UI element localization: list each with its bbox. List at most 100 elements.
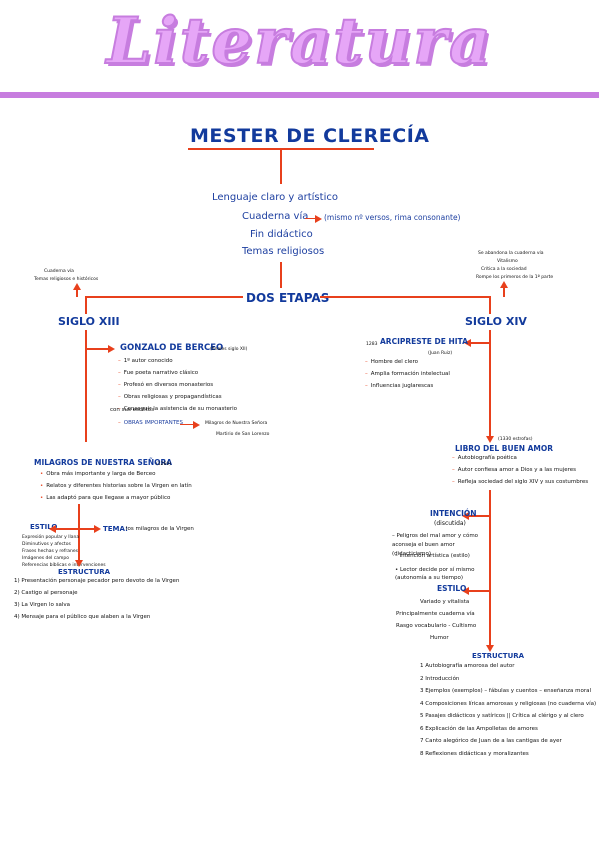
- estructura-right-arrow: [486, 645, 494, 652]
- left-note-arrow: [73, 283, 81, 290]
- estilo-left-point-5: Referencias bíblicas e intervenciones: [22, 563, 106, 568]
- intencion-heading: INTENCIÓN: [430, 509, 477, 518]
- left-note-line: [76, 289, 78, 297]
- estructura-left-point-2: 2) Castigo al personaje: [14, 590, 78, 596]
- milagros-spine: [78, 504, 80, 560]
- berceo-connector: [87, 348, 109, 350]
- estilo-right-arrow: [462, 587, 469, 595]
- feature-1: Lenguaje claro y artístico: [212, 192, 338, 203]
- milagros-heading: MILAGROS DE NUESTRA SEÑORA: [34, 458, 173, 467]
- estilo-left-point-1: Expresión popular y llana: [22, 535, 80, 540]
- siglo-xiv: SIGLO XIV: [465, 315, 527, 328]
- tema-text: los milagros de la Virgen: [126, 526, 194, 532]
- milagros-point-1: •Obra más importante y larga de Berceo: [40, 471, 156, 477]
- left-spine: [85, 330, 87, 442]
- estructura-right-point-1: 1 Autobiografía amorosa del autor: [420, 663, 515, 669]
- tema-arrow: [94, 525, 101, 533]
- obras-label: –OBRAS IMPORTANTES: [118, 420, 184, 426]
- estilo-right-point-3: Rasgo vocabulario - Cultismo: [396, 623, 477, 629]
- berceo-point-3: –Profesó en diversos monasterios: [118, 382, 214, 388]
- drop-right: [489, 296, 491, 314]
- intencion-arrow: [462, 512, 469, 520]
- connector-features: [280, 262, 282, 288]
- estilo-right-heading: ESTILO: [437, 584, 467, 593]
- milagros-point-2: •Relatos y diferentes historias sobre la…: [40, 483, 192, 489]
- right-note-arrow: [500, 281, 508, 288]
- siglo-xiii: SIGLO XIII: [58, 315, 120, 328]
- estructura-left-point-3: 3) La Virgen lo salva: [14, 602, 71, 608]
- estilo-right-point-2: Principalmente cuaderna vía: [396, 611, 475, 617]
- estructura-right-point-3: 3 Ejemplos (exemplos) – fábulas y cuento…: [420, 688, 592, 694]
- page-title: Literatura: [105, 3, 493, 80]
- feature-arrow-line: [305, 218, 315, 219]
- title-band: [0, 92, 599, 98]
- estructura-left-point-4: 4) Mensaje para el público que alaben a …: [14, 614, 151, 620]
- berceo-heading-note: (finales siglo XII): [210, 347, 248, 352]
- hita-prefix-small: 1283: [366, 342, 378, 347]
- hita-point-2: –Amplia formación intelectual: [365, 371, 450, 377]
- tema-label: TEMA:: [103, 525, 128, 533]
- libro-arrow: [486, 436, 494, 443]
- feature-3: Fin didáctico: [250, 229, 313, 240]
- berceo-point-1: –1º autor conocido: [118, 358, 173, 364]
- estilo-left-heading: ESTILO: [30, 523, 58, 531]
- hita-point-1: –Hombre del clero: [365, 359, 418, 365]
- hita-connector: [470, 342, 490, 344]
- heading-underline: [188, 148, 374, 150]
- berceo-point-4: –Obras religiosas y propagandísticas: [118, 394, 222, 400]
- left-note-2: Temas religiosos e históricos: [34, 277, 99, 282]
- milagros-point-3: •Las adaptó para que llegase a mayor púb…: [40, 495, 171, 501]
- right-note-line: [503, 287, 505, 297]
- milagros-year: (1260): [156, 462, 171, 467]
- feature-2: Cuaderna vía: [242, 211, 309, 222]
- right-note-2: Vitalismo: [497, 259, 518, 264]
- obra-1: Milagros de Nuestra Señora: [205, 421, 268, 426]
- berceo-heading: GONZALO DE BERCEO: [120, 343, 224, 353]
- estructura-right-point-6: 6 Explicación de las Ampolletas de amore…: [420, 725, 538, 732]
- feature-4: Temas religiosos: [242, 246, 325, 257]
- estructura-right-point-5: 5 Pasajes didácticos y satíricos || Crít…: [420, 713, 584, 719]
- estructura-right-point-7: 7 Canto alegórico de Juan de a las canti…: [420, 738, 562, 744]
- estructura-right-point-2: 2 Introducción: [420, 675, 460, 682]
- feature-2-note: (mismo nº versos, rima consonante): [324, 213, 461, 222]
- right-spine: [489, 330, 491, 438]
- right-spine-2: [489, 490, 491, 646]
- berceo-point-6: con sus escritos: [110, 407, 155, 413]
- berceo-point-5: –Conseguir la asistencia de su monasteri…: [118, 406, 238, 412]
- estilo-left-point-3: Frases hechas y refranes: [22, 549, 79, 554]
- obra-2: Martirio de San Lorenzo: [216, 432, 270, 437]
- estructura-right-heading: ESTRUCTURA: [472, 652, 525, 660]
- intencion-point-2: – Intención artística (estilo): [395, 553, 470, 559]
- obras-arrow-line: [180, 424, 194, 425]
- main-heading: MESTER DE CLERECÍA: [190, 125, 430, 147]
- drop-left: [85, 296, 87, 314]
- intencion-point-3: • Lector decide por sí mismo (autonomía …: [395, 567, 475, 581]
- estilo-right-connector: [468, 590, 490, 592]
- estilo-left-point-2: Diminutivos y afectos: [22, 542, 71, 547]
- libro-heading: LIBRO DEL BUEN AMOR: [455, 444, 554, 453]
- intencion-connector: [468, 515, 490, 517]
- libro-point-3: –Refleja sociedad del siglo XIV y sus co…: [452, 479, 589, 485]
- obras-arrow: [193, 421, 200, 429]
- hita-arrow: [464, 339, 471, 347]
- estructura-left-point-1: 1) Presentación personaje pecador pero d…: [14, 578, 180, 584]
- estilo-left-point-4: Imágenes del campo: [22, 556, 70, 561]
- right-note-3: Crítica a la sociedad: [481, 267, 527, 272]
- hita-heading: ARCIPRESTE DE HITA: [380, 337, 468, 346]
- feature-arrow: [315, 215, 322, 223]
- estructura-left-arrow: [75, 560, 83, 567]
- right-note-1: Se abandona la cuaderna vía: [478, 251, 544, 256]
- estilo-arrow: [49, 525, 56, 533]
- left-note-1: Cuaderna vía: [44, 269, 74, 274]
- libro-note: (1330 estrofas): [498, 437, 533, 442]
- estructura-right-point-8: 8 Reflexiones didácticas y moralizantes: [420, 750, 529, 757]
- intencion-point-1: – Peligros del mal amor y cómo aconseja …: [392, 533, 479, 557]
- hita-sub: (Juan Ruiz): [428, 351, 453, 356]
- berceo-arrow: [108, 345, 115, 353]
- hita-point-3: –Influencias juglarescas: [365, 383, 434, 389]
- estructura-left-heading: ESTRUCTURA: [58, 568, 111, 576]
- libro-point-1: –Autobiografía poética: [452, 455, 517, 461]
- libro-point-2: –Autor confiesa amor a Dios y a las muje…: [452, 467, 576, 473]
- estilo-right-point-4: Humor: [430, 635, 449, 641]
- right-note-4: Rompe los primeros de la 1ª parte: [476, 275, 554, 280]
